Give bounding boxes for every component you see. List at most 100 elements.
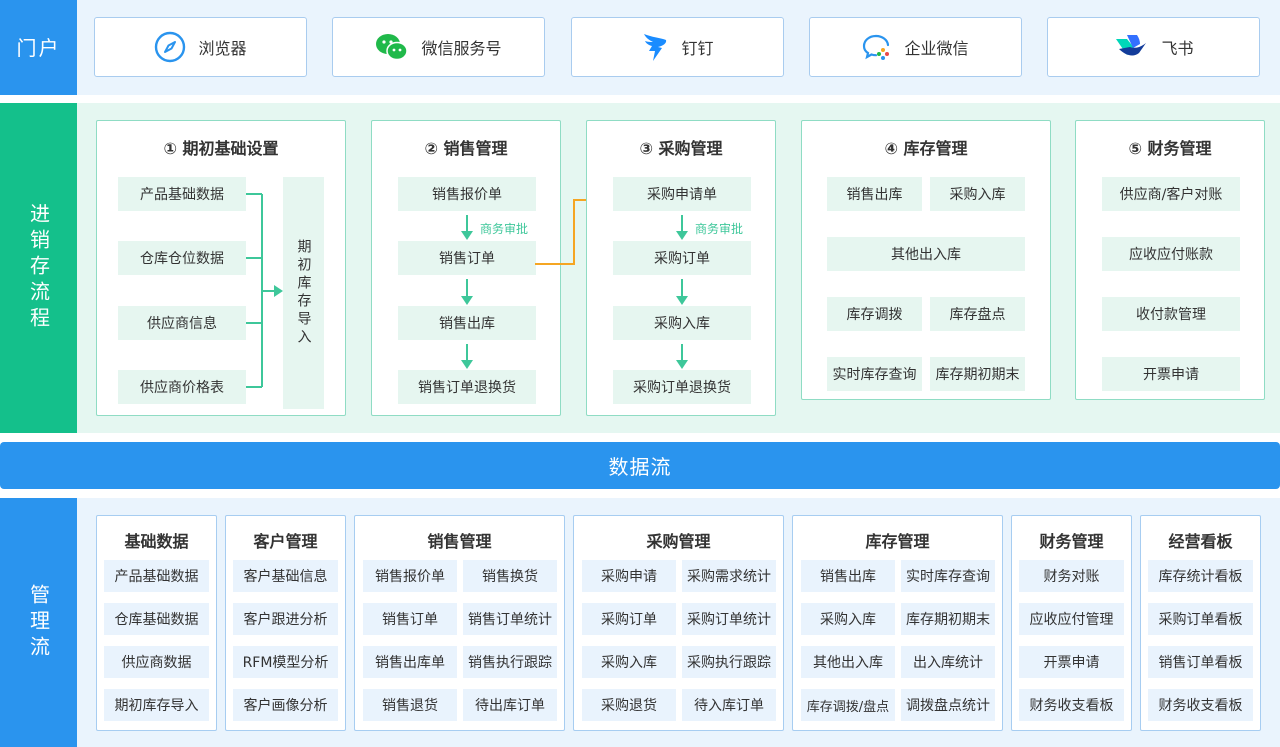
mgmt-panel-purchase: 采购管理 采购申请 采购需求统计 采购订单 采购订单统计 采购入库 采购执行跟踪… xyxy=(573,515,784,731)
mgmt-item[interactable]: 库存调拨/盘点 xyxy=(801,689,895,721)
wechat-icon xyxy=(375,32,409,62)
panel-title: ② 销售管理 xyxy=(424,139,508,158)
panel-title: ⑤ 财务管理 xyxy=(1128,139,1212,158)
inventory-item-realtime[interactable]: 实时库存查询 xyxy=(827,357,922,391)
dataflow-bar: 数据流 xyxy=(0,442,1280,489)
sales-arrow-2 xyxy=(461,279,473,305)
mgmt-item[interactable]: 财务收支看板 xyxy=(1019,689,1124,721)
mgmt-panel-sales: 销售管理 销售报价单 销售换货 销售订单 销售订单统计 销售出库单 销售执行跟踪… xyxy=(354,515,565,731)
finance-item-invoice[interactable]: 开票申请 xyxy=(1102,357,1240,391)
mgmt-item[interactable]: 财务对账 xyxy=(1019,560,1124,592)
wecom-icon xyxy=(862,33,892,61)
mgmt-item[interactable]: 销售出库单 xyxy=(363,646,457,678)
mgmt-item[interactable]: 产品基础数据 xyxy=(104,560,209,592)
portal-card-label: 钉钉 xyxy=(681,39,714,58)
mgmt-item[interactable]: 采购执行跟踪 xyxy=(682,646,776,678)
mgmt-item[interactable]: 销售报价单 xyxy=(363,560,457,592)
mgmt-item[interactable]: 待出库订单 xyxy=(463,689,557,721)
mgmt-panel-basic-data: 基础数据 产品基础数据 仓库基础数据 供应商数据 期初库存导入 xyxy=(96,515,217,731)
sales-arrow-3 xyxy=(461,344,473,369)
initial-import-box[interactable]: 期初库存导入 xyxy=(283,177,324,409)
inventory-item-transfer[interactable]: 库存调拨 xyxy=(827,297,922,331)
mgmt-item[interactable]: 库存统计看板 xyxy=(1148,560,1253,592)
mgmt-item[interactable]: 采购退货 xyxy=(582,689,676,721)
mgmt-panel-title: 采购管理 xyxy=(646,532,711,551)
mgmt-panel-customer: 客户管理 客户基础信息 客户跟进分析 RFM模型分析 客户画像分析 xyxy=(225,515,346,731)
portal-card-feishu[interactable]: 飞书 xyxy=(1047,17,1260,77)
inventory-item-sales-out[interactable]: 销售出库 xyxy=(827,177,922,211)
finance-item-ar-ap[interactable]: 应收应付账款 xyxy=(1102,237,1240,271)
purchase-item-request[interactable]: 采购申请单 xyxy=(613,177,751,211)
inventory-item-purchase-in[interactable]: 采购入库 xyxy=(930,177,1025,211)
mgmt-item[interactable]: 客户画像分析 xyxy=(233,689,338,721)
mgmt-item[interactable]: RFM模型分析 xyxy=(233,646,338,678)
portal-card-dingtalk[interactable]: 钉钉 xyxy=(571,17,784,77)
mgmt-item[interactable]: 采购入库 xyxy=(582,646,676,678)
finance-item-payment[interactable]: 收付款管理 xyxy=(1102,297,1240,331)
sales-arrow-1 xyxy=(461,215,473,240)
portal-card-browser[interactable]: 浏览器 xyxy=(94,17,307,77)
mgmt-item[interactable]: 客户基础信息 xyxy=(233,560,338,592)
mgmt-item[interactable]: 销售出库 xyxy=(801,560,895,592)
purchase-item-order[interactable]: 采购订单 xyxy=(613,241,751,275)
mgmt-item[interactable]: 实时库存查询 xyxy=(901,560,995,592)
mgmt-panel-title: 销售管理 xyxy=(427,532,492,551)
finance-item-reconcile[interactable]: 供应商/客户对账 xyxy=(1102,177,1240,211)
mgmt-item[interactable]: 待入库订单 xyxy=(682,689,776,721)
mgmt-item[interactable]: 采购入库 xyxy=(801,603,895,635)
portal-label: 门户 xyxy=(0,0,77,95)
mgmt-item[interactable]: 采购订单统计 xyxy=(682,603,776,635)
mgmt-item[interactable]: 采购订单看板 xyxy=(1148,603,1253,635)
mgmt-panel-inventory: 库存管理 销售出库 实时库存查询 采购入库 库存期初期末 其他出入库 出入库统计… xyxy=(792,515,1003,731)
initial-item-supplier-price[interactable]: 供应商价格表 xyxy=(118,370,246,404)
mgmt-item[interactable]: 销售订单 xyxy=(363,603,457,635)
mgmt-item[interactable]: 财务收支看板 xyxy=(1148,689,1253,721)
mgmt-item[interactable]: 采购订单 xyxy=(582,603,676,635)
initial-item-supplier[interactable]: 供应商信息 xyxy=(118,306,246,340)
management-label: 管理流 xyxy=(0,498,77,747)
mgmt-panel-title: 财务管理 xyxy=(1039,532,1104,551)
purchase-item-return[interactable]: 采购订单退换货 xyxy=(613,370,751,404)
mgmt-item[interactable]: 仓库基础数据 xyxy=(104,603,209,635)
purchase-arrow-2 xyxy=(676,279,688,305)
sales-item-return[interactable]: 销售订单退换货 xyxy=(398,370,536,404)
sales-item-order[interactable]: 销售订单 xyxy=(398,241,536,275)
initial-item-warehouse[interactable]: 仓库仓位数据 xyxy=(118,241,246,275)
purchase-item-inbound[interactable]: 采购入库 xyxy=(613,306,751,340)
portal-card-label: 浏览器 xyxy=(198,39,247,58)
mgmt-item[interactable]: 供应商数据 xyxy=(104,646,209,678)
mgmt-item[interactable]: 出入库统计 xyxy=(901,646,995,678)
dataflow-label: 数据流 xyxy=(608,455,672,479)
mgmt-item[interactable]: 销售执行跟踪 xyxy=(463,646,557,678)
inventory-item-stocktake[interactable]: 库存盘点 xyxy=(930,297,1025,331)
mgmt-item[interactable]: 采购申请 xyxy=(582,560,676,592)
sales-item-quote[interactable]: 销售报价单 xyxy=(398,177,536,211)
mgmt-item[interactable]: 期初库存导入 xyxy=(104,689,209,721)
mgmt-item[interactable]: 调拨盘点统计 xyxy=(901,689,995,721)
inventory-item-period[interactable]: 库存期初期末 xyxy=(930,357,1025,391)
mgmt-item[interactable]: 采购需求统计 xyxy=(682,560,776,592)
portal-card-wecom[interactable]: 企业微信 xyxy=(809,17,1022,77)
mgmt-item[interactable]: 客户跟进分析 xyxy=(233,603,338,635)
mgmt-item[interactable]: 应收应付管理 xyxy=(1019,603,1124,635)
portal-card-label: 企业微信 xyxy=(904,39,969,58)
panel-title: ④ 库存管理 xyxy=(884,139,968,158)
mgmt-panel-dashboard: 经营看板 库存统计看板 采购订单看板 销售订单看板 财务收支看板 xyxy=(1140,515,1261,731)
mgmt-item[interactable]: 销售换货 xyxy=(463,560,557,592)
inventory-item-other-io[interactable]: 其他出入库 xyxy=(827,237,1025,271)
initial-import-label: 期初库存导入 xyxy=(295,239,312,347)
mgmt-item[interactable]: 销售退货 xyxy=(363,689,457,721)
sales-approval-note: 商务审批 xyxy=(480,222,529,236)
dingtalk-icon xyxy=(641,31,669,63)
mgmt-item[interactable]: 库存期初期末 xyxy=(901,603,995,635)
feishu-icon xyxy=(1113,33,1149,61)
sales-item-outbound[interactable]: 销售出库 xyxy=(398,306,536,340)
mgmt-item[interactable]: 其他出入库 xyxy=(801,646,895,678)
mgmt-item[interactable]: 销售订单看板 xyxy=(1148,646,1253,678)
mgmt-item[interactable]: 销售订单统计 xyxy=(463,603,557,635)
purchase-arrow-1 xyxy=(676,215,688,240)
initial-item-product[interactable]: 产品基础数据 xyxy=(118,177,246,211)
portal-card-wechat[interactable]: 微信服务号 xyxy=(332,17,545,77)
panel-finance: ⑤ 财务管理 供应商/客户对账 应收应付账款 收付款管理 开票申请 xyxy=(1075,120,1265,400)
mgmt-item[interactable]: 开票申请 xyxy=(1019,646,1124,678)
